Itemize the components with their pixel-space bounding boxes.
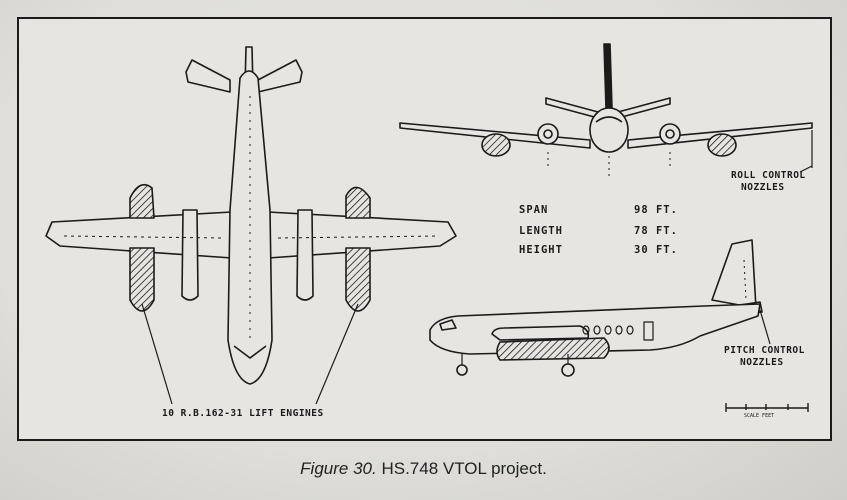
caption-label: Figure 30. (300, 459, 377, 478)
side-view (429, 239, 763, 377)
lift-engines-label: 10 R.B.162-31 LIFT ENGINES (162, 408, 324, 419)
right-lift-pod-fore (345, 186, 371, 219)
spec-height-value: 30 FT. (634, 244, 678, 256)
right-lift-pod-aft (345, 247, 371, 312)
pitch-nozzles-line1: PITCH CONTROL (724, 345, 805, 356)
right-wingtip-pod (707, 133, 737, 157)
left-lift-pod-aft (129, 247, 155, 312)
side-lift-pod (496, 337, 610, 361)
roll-nozzles-line1: ROLL CONTROL (731, 170, 806, 181)
pitch-nozzles-line2: NOZZLES (740, 357, 784, 368)
spec-span-label: SPAN (519, 204, 549, 216)
scale-bar (725, 403, 809, 412)
side-windows (582, 325, 634, 335)
leader-lines (141, 165, 813, 405)
roll-nozzles-line2: NOZZLES (741, 182, 785, 193)
scale-bar-label: SCALE FEET (744, 413, 775, 419)
spec-length-value: 78 FT. (634, 225, 678, 237)
spec-length-label: LENGTH (519, 225, 563, 237)
caption-text: HS.748 VTOL project. (381, 459, 547, 478)
left-lift-pod-fore (129, 183, 155, 219)
front-view (399, 43, 813, 176)
spec-span-value: 98 FT. (634, 204, 678, 216)
roll-nozzles-label: ROLL CONTROL NOZZLES (731, 170, 806, 194)
plan-view (45, 46, 457, 385)
figure-caption: Figure 30. HS.748 VTOL project. (0, 459, 847, 479)
spec-height-label: HEIGHT (519, 244, 563, 256)
pitch-nozzles-label: PITCH CONTROL NOZZLES (724, 345, 805, 369)
left-wingtip-pod (481, 133, 511, 157)
